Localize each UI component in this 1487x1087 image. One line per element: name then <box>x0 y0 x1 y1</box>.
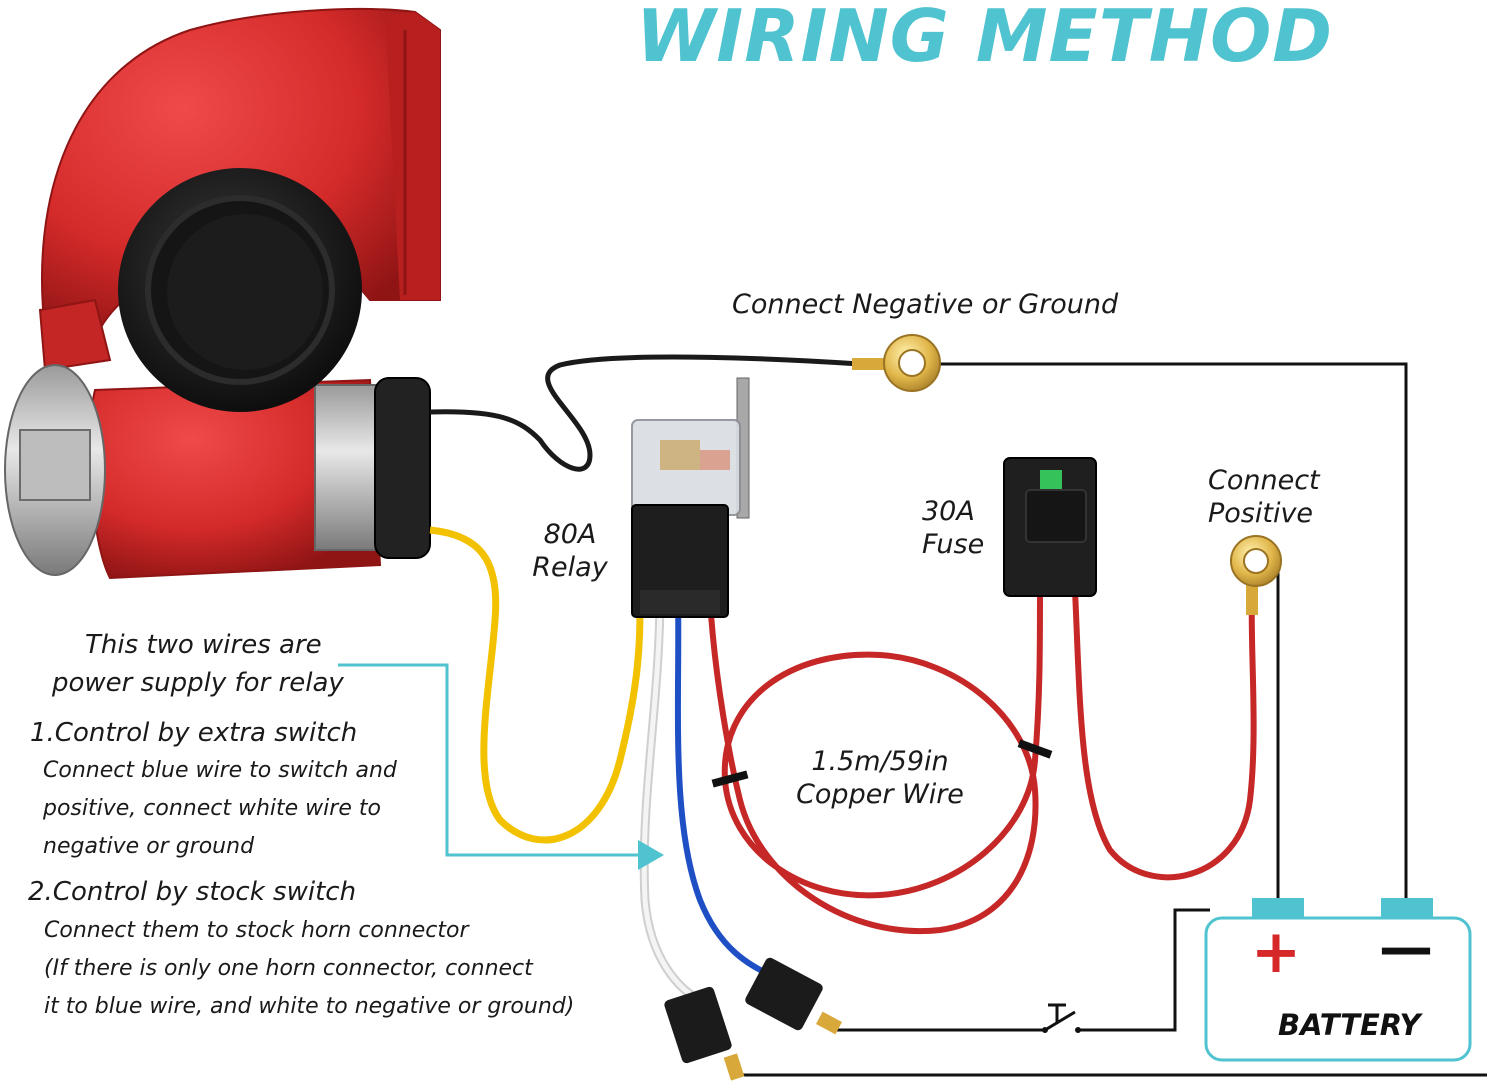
method1-line-2: positive, connect white wire to <box>43 796 381 821</box>
method2-line-3: it to blue wire, and white to negative o… <box>44 994 575 1019</box>
fuse-label-name: Fuse <box>922 529 985 560</box>
callout-arrow-line <box>338 663 640 857</box>
negative-ground-label: Connect Negative or Ground <box>732 289 1119 320</box>
intro-line-2: power supply for relay <box>52 668 344 698</box>
relay <box>631 377 750 618</box>
battery-plus-sign: + <box>1251 917 1301 987</box>
fuse-holder <box>1003 457 1097 597</box>
white-wire-connector <box>664 986 745 1081</box>
blue-wire-connector <box>745 957 842 1035</box>
battery-body <box>1204 916 1472 1062</box>
positive-ring-terminal <box>1230 535 1282 615</box>
switch-symbol <box>1042 1003 1081 1033</box>
positive-label: Connect Positive <box>1208 464 1320 530</box>
method2-line-1: Connect them to stock horn connector <box>44 918 469 943</box>
callout-arrow-head <box>638 840 664 870</box>
blue-wire <box>674 594 772 978</box>
method1-heading: 1.Control by extra switch <box>30 718 358 748</box>
relay-label-name: Relay <box>532 552 608 583</box>
red-positive-wire <box>1072 589 1257 881</box>
fuse-label-rating: 30A <box>922 496 975 527</box>
method1-line-1: Connect blue wire to switch and <box>43 758 397 783</box>
method2-line-2: (If there is only one horn connector, co… <box>44 956 533 981</box>
positive-label-line2: Positive <box>1208 498 1314 529</box>
switch-line <box>830 1010 1076 1032</box>
horn-trumpet-ridge <box>385 12 440 300</box>
ground-ring-terminal <box>852 334 941 392</box>
battery-label: BATTERY <box>1278 1008 1421 1042</box>
copper-wire-length: 1.5m/59in <box>811 746 949 777</box>
motor-end-cap <box>374 377 431 559</box>
battery <box>1204 898 1472 1062</box>
page-title: WIRING METHOD <box>636 0 1334 78</box>
yellow-wire <box>429 526 644 844</box>
method2-heading: 2.Control by stock switch <box>28 877 357 907</box>
relay-label: 80A Relay <box>530 518 610 584</box>
copper-wire-name: Copper Wire <box>796 779 964 810</box>
copper-wire-label: 1.5m/59in Copper Wire <box>790 745 970 811</box>
battery-positive-post <box>1252 898 1304 920</box>
battery-minus-sign: — <box>1379 916 1433 979</box>
red-copper-wire <box>707 589 1043 935</box>
compressor-mount-tab <box>38 298 112 372</box>
ground-line <box>938 362 1408 900</box>
relay-label-rating: 80A <box>543 519 597 550</box>
method1-line-3: negative or ground <box>43 834 255 859</box>
intro-line-1: This two wires are <box>85 630 322 660</box>
black-ground-wire <box>429 354 861 472</box>
positive-label-line1: Connect <box>1208 465 1320 496</box>
fuse-label: 30A Fuse <box>922 495 984 561</box>
relay-socket <box>631 504 729 618</box>
air-horn <box>4 8 441 580</box>
battery-negative-post <box>1381 898 1433 920</box>
